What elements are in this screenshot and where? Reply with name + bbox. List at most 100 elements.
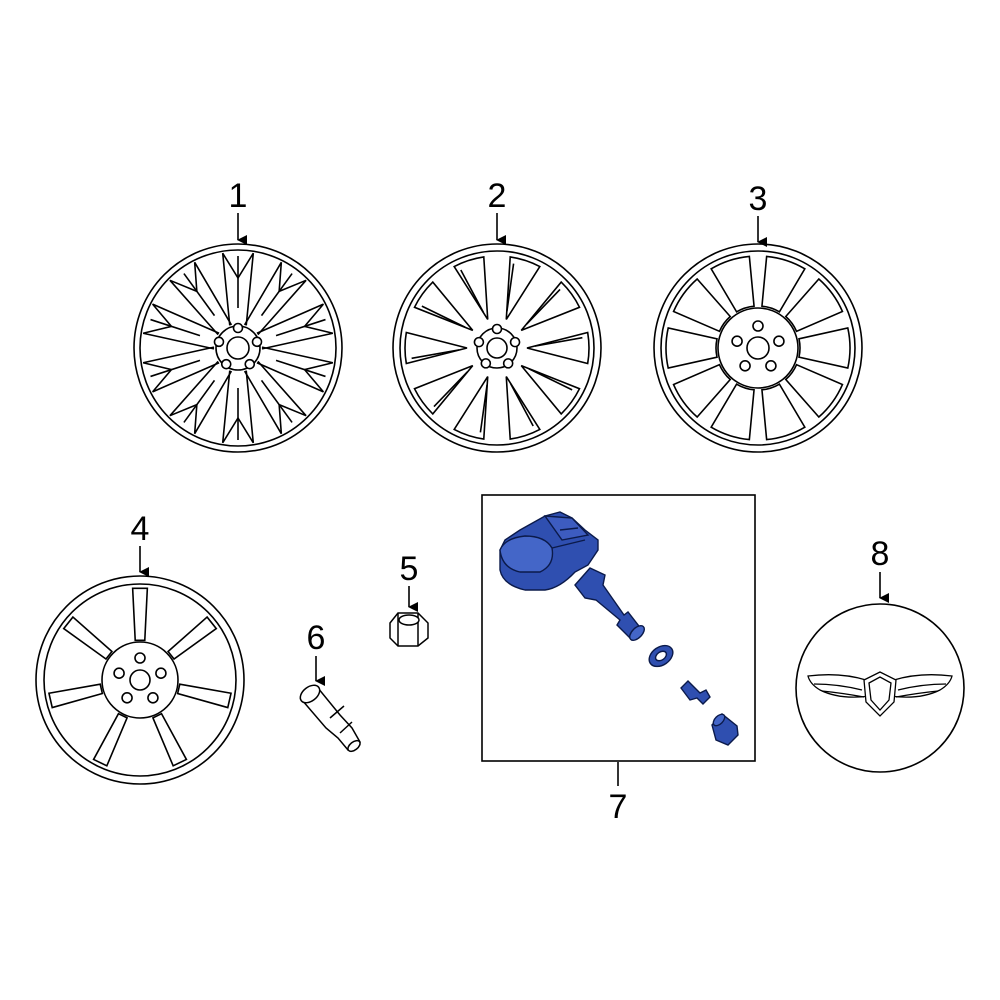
wheel-4-lug-holes (113, 652, 167, 704)
spoke-ridge (275, 359, 326, 378)
wheel-1[interactable] (133, 243, 343, 453)
lug-nut[interactable] (389, 612, 429, 647)
wheel-4-spokes (47, 587, 233, 767)
wheel-3-lug-holes (731, 320, 785, 372)
spoke-opening (413, 364, 474, 416)
lug-hole (491, 323, 503, 335)
lug-hole (155, 667, 167, 680)
spoke-edge (411, 349, 460, 360)
wheel-2[interactable] (392, 243, 602, 453)
lug-hole (213, 336, 225, 348)
callout-7: 7 (609, 788, 628, 826)
wheel-4-center-bore (129, 669, 151, 691)
callout-8: 8 (871, 535, 890, 573)
callout-2: 2 (488, 177, 507, 215)
spoke (166, 615, 218, 661)
lug-hole (765, 359, 777, 372)
callout-4: 4 (131, 510, 150, 548)
wheel-3-rim-inner (660, 250, 856, 446)
lug-hole (113, 667, 125, 680)
tpms-valve-core-icon (680, 680, 711, 705)
wheel-3-hub (717, 307, 799, 389)
kit-7-box (481, 494, 756, 762)
spoke-window (672, 277, 732, 333)
tpms-sensor-icon (499, 511, 599, 591)
lug-hole (752, 320, 764, 332)
callout-1: 1 (229, 177, 248, 215)
spoke-edge (421, 305, 466, 328)
spoke-window (710, 255, 755, 313)
spoke-opening (505, 256, 541, 320)
spoke-window (784, 277, 844, 333)
spoke-edge (509, 383, 534, 427)
spoke-window (710, 383, 755, 441)
center-cap[interactable] (795, 603, 965, 773)
wheel-1-spokes (142, 252, 334, 444)
wheel-2-lug-holes (473, 323, 521, 369)
spoke-window (798, 326, 851, 370)
valve-stem[interactable] (297, 682, 362, 754)
spoke-edge (506, 263, 515, 312)
spoke-edge (534, 336, 583, 347)
lug-hole (121, 691, 133, 704)
tpms-cap-icon (711, 713, 739, 746)
spoke (151, 712, 188, 767)
lug-hole (739, 359, 751, 372)
spoke-edge (526, 288, 561, 325)
spoke-window (761, 255, 806, 313)
wheel-1-lug-holes (213, 322, 263, 370)
spoke (92, 712, 129, 767)
spoke-window (761, 383, 806, 441)
spoke-edge (460, 269, 485, 313)
spoke-window (784, 363, 844, 419)
spoke-ridge (183, 273, 216, 317)
spoke-edge (433, 371, 468, 408)
spoke-opening (453, 376, 489, 440)
spoke-window (665, 326, 718, 370)
spoke (176, 683, 233, 709)
wheel-3[interactable] (653, 243, 863, 453)
lug-hole (134, 652, 146, 664)
spoke-opening (404, 331, 468, 365)
spoke-edge (479, 384, 488, 433)
lug-hole (480, 358, 492, 369)
spoke-edge (528, 368, 573, 391)
callout-3: 3 (749, 180, 768, 218)
wheel-4[interactable] (35, 575, 245, 785)
lug-hole (220, 358, 232, 370)
lug-hole (232, 322, 244, 334)
spoke-ridge (150, 359, 201, 378)
spoke-opening (413, 280, 474, 332)
spoke (131, 587, 149, 642)
tpms-valve-stem-icon (574, 567, 645, 641)
spoke (47, 683, 104, 709)
lug-hole (773, 335, 785, 348)
tpms-sensor-kit[interactable] (499, 511, 739, 746)
wheel-4-hub (101, 641, 179, 719)
wheel-4-rim-inner (43, 583, 237, 777)
lug-hole (509, 336, 521, 348)
wheel-1-center-bore (226, 336, 250, 360)
lug-hole (502, 358, 514, 369)
spoke-opening (520, 364, 581, 416)
spoke (62, 615, 114, 661)
wheel-2-rim-inner (399, 250, 595, 446)
wheel-1-rim-inner (139, 249, 337, 447)
spoke-ridge (275, 318, 326, 337)
lug-hole (251, 336, 263, 348)
spoke-ridge (260, 379, 293, 423)
spoke-opening (453, 256, 489, 320)
spoke-ridge (150, 318, 201, 337)
lug-hole (473, 336, 485, 348)
wheel-2-center-bore (486, 337, 508, 359)
spoke-ridge (183, 379, 216, 423)
wheel-3-spokes (665, 255, 851, 441)
wheel-3-center-bore (746, 336, 770, 360)
callout-6: 6 (307, 619, 326, 657)
lug-hole (244, 358, 256, 370)
spoke-opening (520, 280, 581, 332)
spoke-window (672, 363, 732, 419)
spoke-opening (505, 376, 541, 440)
spoke-opening (526, 331, 590, 365)
